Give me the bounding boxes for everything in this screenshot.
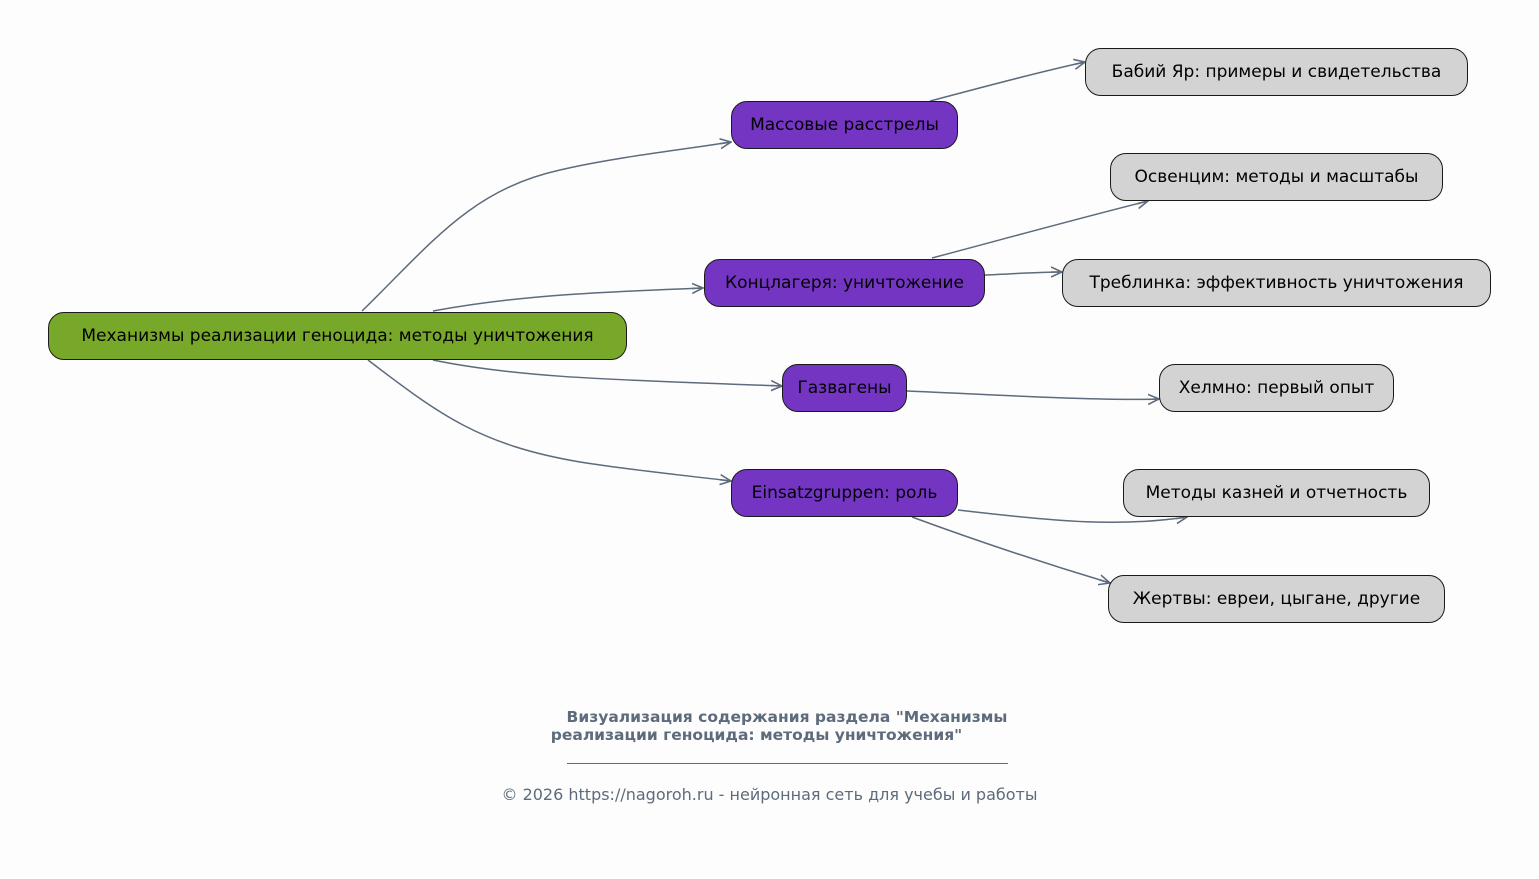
edge-root-c4 bbox=[367, 359, 731, 481]
category-label: Концлагеря: уничтожение bbox=[725, 273, 964, 293]
edge-c3-l4 bbox=[906, 390, 1159, 399]
category-label: Массовые расстрелы bbox=[750, 115, 939, 135]
leaf-node-auschwitz[interactable]: Освенцим: методы и масштабы bbox=[1110, 153, 1443, 201]
leaf-node-victims[interactable]: Жертвы: евреи, цыгане, другие bbox=[1108, 575, 1445, 623]
category-node-mass-shootings[interactable]: Массовые расстрелы bbox=[731, 101, 958, 149]
caption-divider bbox=[567, 763, 1008, 764]
caption-title-line1: Визуализация содержания раздела "Механиз… bbox=[566, 708, 1008, 726]
edge-c1-l1 bbox=[929, 62, 1085, 102]
edge-c4-l6 bbox=[911, 516, 1110, 583]
caption-title-line2: реализации геноцида: методы уничтожения" bbox=[550, 726, 963, 744]
leaf-node-chelmno[interactable]: Хелмно: первый опыт bbox=[1159, 364, 1394, 412]
root-node[interactable]: Механизмы реализации геноцида: методы ун… bbox=[48, 312, 627, 360]
leaf-node-treblinka[interactable]: Треблинка: эффективность уничтожения bbox=[1062, 259, 1491, 307]
category-node-gas-vans[interactable]: Газвагены bbox=[782, 364, 907, 412]
edge-root-c1 bbox=[361, 142, 731, 312]
edge-c2-l3 bbox=[984, 272, 1062, 275]
leaf-label: Хелмно: первый опыт bbox=[1178, 378, 1375, 398]
edge-c2-l2 bbox=[931, 201, 1148, 259]
leaf-label: Бабий Яр: примеры и свидетельства bbox=[1111, 62, 1442, 82]
edge-root-c2 bbox=[432, 288, 703, 312]
leaf-label: Треблинка: эффективность уничтожения bbox=[1089, 273, 1464, 293]
root-node-label: Механизмы реализации геноцида: методы ун… bbox=[81, 326, 594, 346]
edge-c4-l5 bbox=[957, 509, 1187, 522]
category-node-einsatzgruppen[interactable]: Einsatzgruppen: роль bbox=[731, 469, 958, 517]
category-label: Einsatzgruppen: роль bbox=[751, 483, 938, 503]
caption-title: Визуализация содержания раздела "Механиз… bbox=[0, 708, 1539, 744]
edge-root-c3 bbox=[432, 359, 782, 386]
leaf-label: Методы казней и отчетность bbox=[1145, 483, 1408, 503]
leaf-label: Жертвы: евреи, цыгане, другие bbox=[1132, 589, 1421, 609]
copyright-text: © 2026 https://nagoroh.ru - нейронная се… bbox=[501, 785, 1038, 804]
leaf-label: Освенцим: методы и масштабы bbox=[1134, 167, 1419, 187]
leaf-node-babi-yar[interactable]: Бабий Яр: примеры и свидетельства bbox=[1085, 48, 1468, 96]
category-node-concentration-camps[interactable]: Концлагеря: уничтожение bbox=[704, 259, 985, 307]
leaf-node-execution-methods[interactable]: Методы казней и отчетность bbox=[1123, 469, 1430, 517]
category-label: Газвагены bbox=[797, 378, 892, 398]
